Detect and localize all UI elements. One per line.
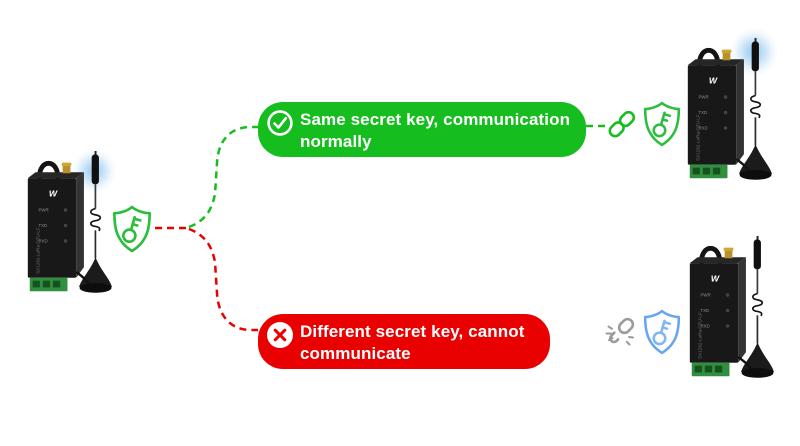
check-circle-icon [267, 110, 293, 136]
connector-curve-red [188, 227, 258, 332]
success-banner-label: Same secret key, communication normally [300, 110, 571, 151]
x-circle-icon [267, 322, 293, 348]
shield-key-icon-top-right [642, 100, 682, 148]
lora-dtu-device-bottom-right [684, 236, 774, 385]
linked-chain-icon [606, 106, 638, 142]
broken-chain-icon [602, 314, 638, 350]
fail-banner: Different secret key, cannot communicate [258, 314, 550, 369]
lora-dtu-device-top-right [682, 38, 772, 187]
connector-curve-green [188, 125, 258, 229]
success-banner: Same secret key, communication normally [258, 102, 586, 157]
fail-banner-label: Different secret key, cannot communicate [300, 322, 525, 363]
shield-key-icon-bottom-right [642, 308, 682, 356]
